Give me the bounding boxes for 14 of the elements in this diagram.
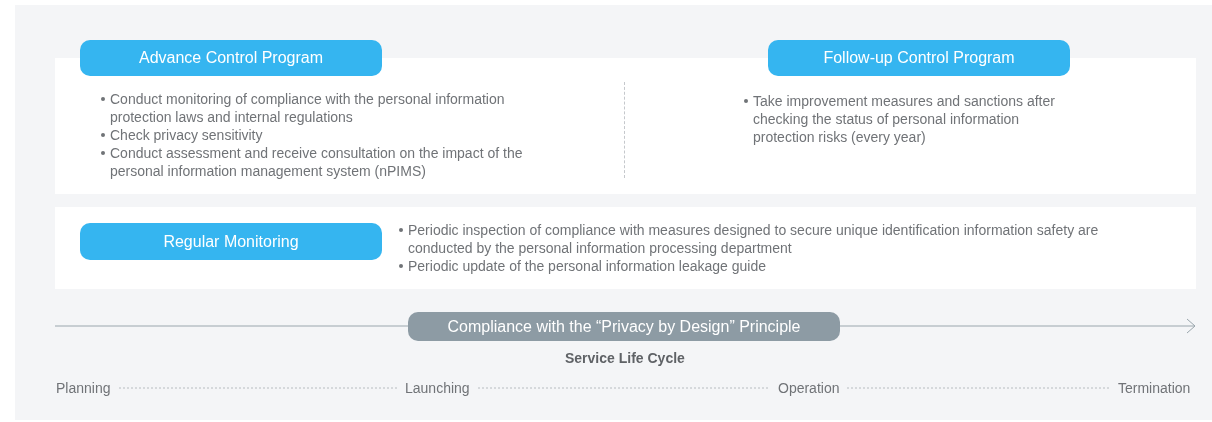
program-heading: Follow-up Control Program [768,40,1070,76]
stage-label: Launching [405,380,470,396]
principle-label: Compliance with the “Privacy by Design” Principle [408,312,840,341]
stage-label: Operation [778,380,840,396]
bullet-text: Periodic inspection of compliance with measures designed to secure unique identification information safety are conducted by the personal information processing department [408,221,1100,257]
bullet-text: Periodic update of the personal information leakage guide [408,257,768,275]
bullet-text: Take improvement measures and sanctions after checking the status of personal information protection risks (every year) [753,92,1056,146]
program-heading: Regular Monitoring [80,223,382,260]
bullet-text: Check privacy sensitivity [110,126,264,144]
program-heading: Advance Control Program [80,40,382,76]
stage-label: Termination [1118,380,1191,396]
bullet-text: Conduct assessment and receive consultation on the impact of the personal information management system (nPIMS) [110,144,524,180]
bullet-text: Conduct monitoring of compliance with the personal information protection laws and internal regulations [110,90,506,126]
stage-label: Planning [56,380,111,396]
